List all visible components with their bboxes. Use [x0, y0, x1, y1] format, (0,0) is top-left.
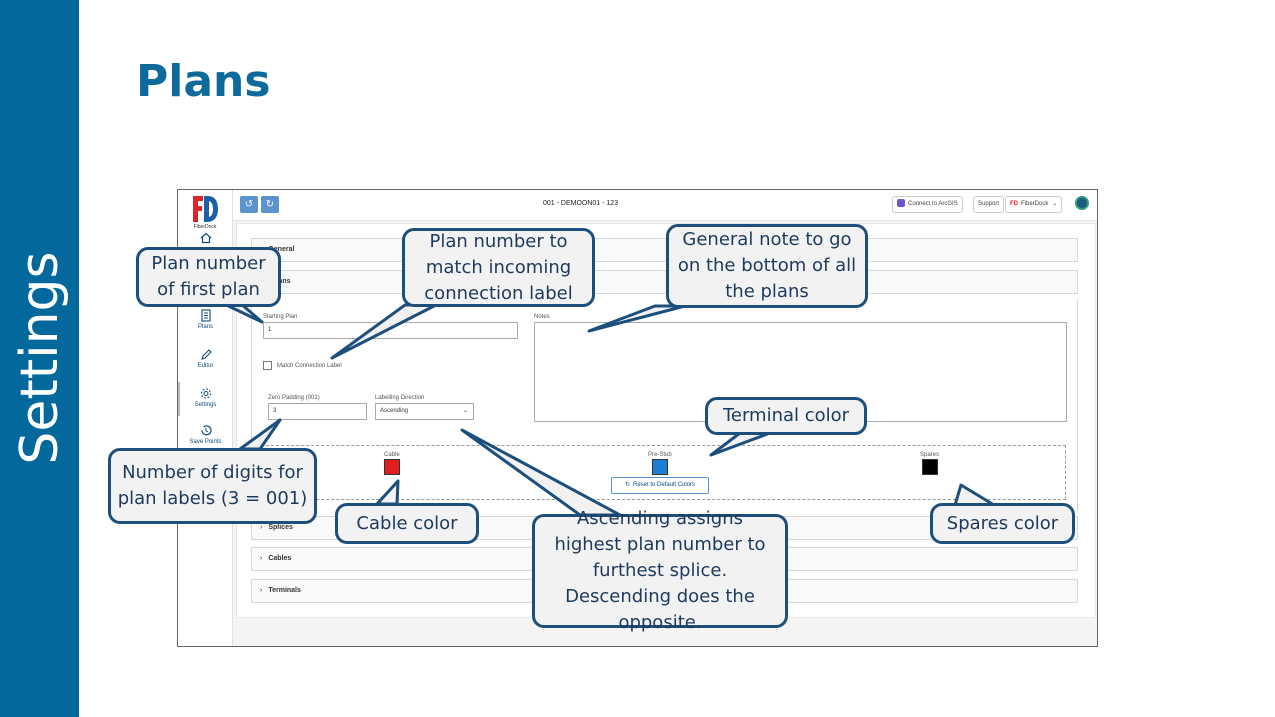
reset-colors-button[interactable]: ↻Reset to Default Colors: [611, 477, 709, 494]
callout-tail-ascending: [460, 428, 622, 517]
spares-color-label: Spares: [920, 452, 940, 458]
connect-arcgis-button[interactable]: Connect to ArcGIS: [892, 196, 963, 213]
brand-label: FiberDock: [193, 224, 217, 230]
plans-panel: [251, 299, 1078, 511]
nav-editor-label: Editor: [197, 363, 214, 369]
history-icon: [200, 425, 212, 436]
section-general[interactable]: ›General: [251, 238, 1078, 262]
callout-tail-spares: [953, 483, 996, 507]
cable-color-swatch[interactable]: [384, 459, 400, 475]
cable-color-label: Cable: [384, 452, 400, 458]
callout-tail-match: [330, 303, 438, 360]
fiberdock-logo-icon: [193, 196, 218, 222]
chevron-right-icon: ›: [260, 587, 263, 594]
document-icon: [200, 309, 211, 322]
pencil-icon: [200, 349, 212, 360]
undo-button[interactable]: ↺: [240, 196, 258, 213]
section-terminals-label: Terminals: [268, 587, 301, 594]
section-splices-label: Splices: [268, 524, 293, 531]
callout-tail-terminal: [709, 431, 772, 457]
callout-tail-notes: [587, 304, 687, 333]
nav-save-points-label: Save Points: [189, 439, 222, 445]
redo-icon: ↻: [265, 199, 275, 210]
nav-settings-label: Settings: [194, 402, 217, 408]
match-connection-checkbox[interactable]: [263, 361, 272, 370]
section-plans-label: Plans: [271, 278, 291, 285]
callout-terminal-color: Terminal color: [705, 397, 867, 435]
fd-icon: FD: [1010, 201, 1018, 207]
chevron-down-icon: ⌄: [462, 408, 468, 414]
section-plans[interactable]: ⌄Plans: [251, 270, 1078, 294]
account-label: FiberDock: [1021, 201, 1049, 207]
avatar[interactable]: [1075, 196, 1089, 210]
document-title: 001 - DEMOON01 - 123: [543, 200, 619, 207]
undo-icon: ↺: [244, 199, 254, 210]
callout-digits: Number of digits for plan labels (3 = 00…: [108, 448, 317, 524]
labelling-direction-label: Labelling Direction: [375, 395, 425, 401]
section-cables-label: Cables: [268, 555, 292, 562]
slide-title: Plans: [136, 56, 271, 107]
nav-active-indicator: [178, 382, 180, 416]
redo-button[interactable]: ↻: [261, 196, 279, 213]
section-general-label: General: [268, 246, 295, 253]
notes-label: Notes: [534, 314, 550, 320]
starting-plan-label: Starting Plan: [263, 314, 298, 320]
chevron-right-icon: ›: [260, 524, 263, 531]
chevron-down-icon: ⌄: [1052, 201, 1058, 207]
callout-spares-color: Spares color: [930, 503, 1075, 544]
nav-plans-label: Plans: [197, 324, 213, 330]
nav-save-points[interactable]: Save Points: [178, 424, 233, 445]
callout-general-note: General note to go on the bottom of all …: [666, 224, 868, 308]
gear-icon: [200, 388, 211, 399]
callout-tail-cable: [375, 479, 400, 506]
reset-colors-label: Reset to Default Colors: [633, 482, 696, 488]
support-button[interactable]: Support: [973, 196, 1005, 213]
spares-color-swatch[interactable]: [922, 459, 938, 475]
side-band: Settings: [0, 0, 79, 717]
prestub-color-label: Pre-Stub: [648, 452, 672, 458]
nav-plans[interactable]: Plans: [178, 309, 233, 330]
arcgis-icon: [897, 199, 905, 208]
prestub-color-swatch[interactable]: [652, 459, 668, 475]
chevron-right-icon: ›: [260, 555, 263, 562]
nav-editor[interactable]: Editor: [178, 348, 233, 369]
home-icon: [200, 232, 211, 244]
callout-ascending: Ascending assigns highest plan number to…: [532, 508, 788, 633]
zero-padding-label: Zero Padding (001): [268, 395, 320, 401]
callout-cable-color: Cable color: [335, 503, 479, 544]
connect-arcgis-label: Connect to ArcGIS: [908, 201, 958, 207]
reset-icon: ↻: [624, 482, 630, 488]
nav-home[interactable]: [178, 232, 233, 246]
zero-padding-input[interactable]: 3: [268, 403, 367, 420]
app-topbar: ↺ ↻ 001 - DEMOON01 - 123 Connect to ArcG…: [233, 190, 1097, 221]
callout-match-incoming: Plan number to match incoming connection…: [402, 228, 595, 307]
callout-tail-digits: [238, 418, 282, 451]
match-connection-label: Match Connection Label: [277, 363, 342, 369]
labelling-direction-select[interactable]: Ascending ⌄: [375, 403, 474, 420]
labelling-direction-value: Ascending: [380, 408, 409, 414]
callout-first-plan: Plan number of first plan: [136, 247, 281, 307]
nav-settings[interactable]: Settings: [178, 387, 233, 408]
